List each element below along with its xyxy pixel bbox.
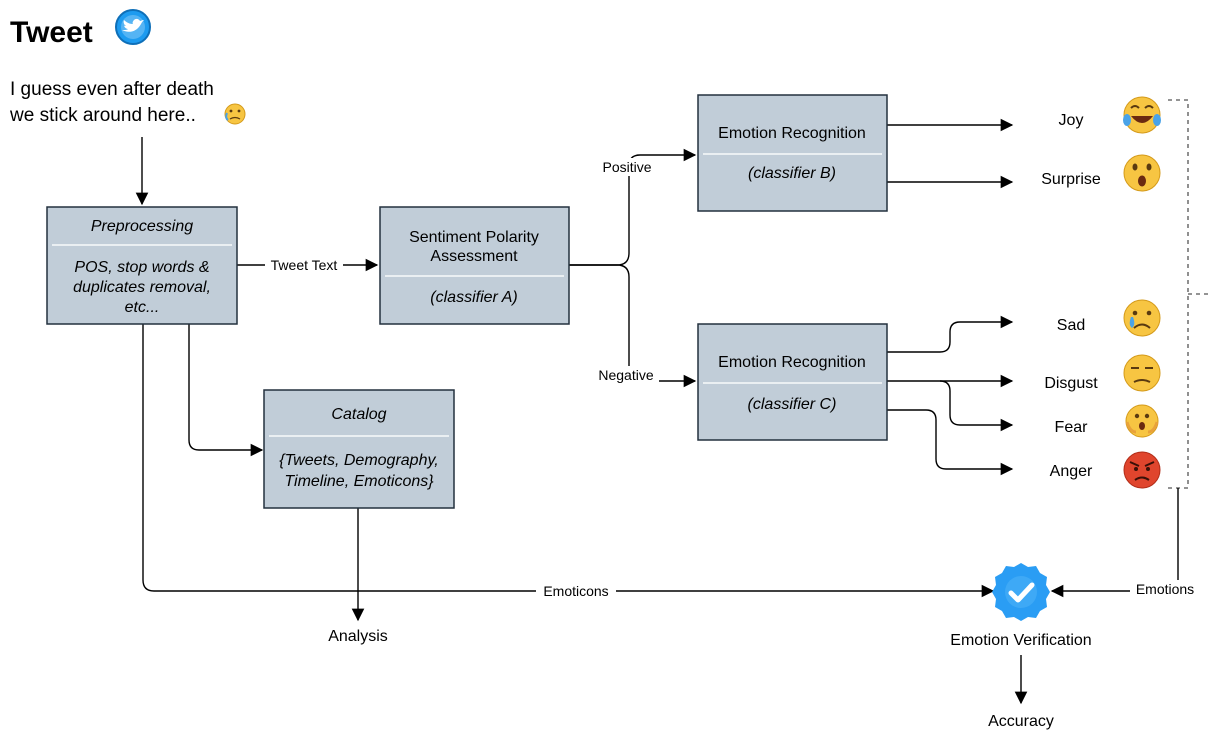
emotion-sad-label: Sad bbox=[1057, 317, 1085, 334]
anger-emoji-icon bbox=[1123, 451, 1161, 489]
emotion-c-title: Emotion Recognition bbox=[718, 354, 866, 371]
analysis-label: Analysis bbox=[328, 628, 388, 645]
emotion-recognition-c-box: Emotion Recognition (classifier C) bbox=[697, 323, 888, 441]
tweet-text-line-2: we stick around here.. bbox=[9, 105, 196, 126]
emotions-group-bracket bbox=[1168, 99, 1189, 489]
surprise-emoji-icon bbox=[1123, 154, 1161, 192]
edge-label-negative: Negative bbox=[598, 367, 653, 383]
disgust-emoji-icon bbox=[1123, 354, 1161, 392]
emotion-joy-label: Joy bbox=[1059, 112, 1084, 129]
accuracy-label: Accuracy bbox=[988, 713, 1054, 730]
page-title: Tweet bbox=[10, 16, 93, 49]
emotion-c-classifier-label: (classifier C) bbox=[748, 396, 837, 413]
fear-emoji-icon bbox=[1125, 404, 1159, 438]
edge-to-fear bbox=[939, 380, 1014, 432]
sentiment-polarity-box: Sentiment Polarity Assessment (classifie… bbox=[379, 206, 570, 325]
edge-label-positive: Positive bbox=[602, 159, 651, 175]
preprocessing-title: Preprocessing bbox=[91, 218, 193, 235]
sentiment-title-line-2: Assessment bbox=[430, 248, 518, 265]
sad-emoji-icon bbox=[1123, 299, 1161, 337]
twitter-bird-icon bbox=[115, 9, 151, 45]
edge-emoticons-to-verification bbox=[142, 324, 995, 598]
crying-face-icon bbox=[224, 103, 246, 125]
edge-label-emoticons: Emoticons bbox=[543, 583, 608, 599]
catalog-title: Catalog bbox=[331, 406, 386, 423]
emotion-recognition-b-box: Emotion Recognition (classifier B) bbox=[697, 94, 888, 212]
sentiment-classifier-label: (classifier A) bbox=[430, 289, 517, 306]
emotion-fear-label: Fear bbox=[1055, 419, 1089, 436]
joy-emoji-icon bbox=[1123, 96, 1161, 134]
emotion-disgust-label: Disgust bbox=[1044, 375, 1098, 392]
emotion-anger-label: Anger bbox=[1050, 463, 1093, 480]
sentiment-title-line-1: Sentiment Polarity bbox=[409, 229, 539, 246]
edge-emotions-to-verification bbox=[1050, 488, 1179, 598]
edge-sentiment-to-emotion-c bbox=[569, 264, 697, 388]
catalog-body-line-1: {Tweets, Demography, bbox=[279, 452, 438, 469]
edge-sentiment-to-emotion-b bbox=[569, 148, 697, 266]
edge-label-tweet-text: Tweet Text bbox=[271, 257, 338, 273]
preprocessing-body-line-1: POS, stop words & bbox=[74, 259, 209, 276]
preprocessing-body-line-3: etc... bbox=[125, 299, 160, 316]
edge-to-sad bbox=[887, 315, 1014, 353]
edge-preprocessing-to-catalog bbox=[188, 324, 264, 457]
verification-badge-icon bbox=[992, 563, 1050, 621]
emotion-surprise-label: Surprise bbox=[1041, 171, 1101, 188]
catalog-body-line-2: Timeline, Emoticons} bbox=[284, 473, 434, 490]
emotion-b-title: Emotion Recognition bbox=[718, 125, 866, 142]
emotion-verification-label: Emotion Verification bbox=[950, 632, 1091, 649]
preprocessing-box: Preprocessing POS, stop words & duplicat… bbox=[46, 206, 238, 325]
emotion-b-classifier-label: (classifier B) bbox=[748, 165, 836, 182]
tweet-text-line-1: I guess even after death bbox=[10, 79, 214, 100]
edge-label-emotions: Emotions bbox=[1136, 581, 1194, 597]
catalog-box: Catalog {Tweets, Demography, Timeline, E… bbox=[263, 389, 455, 509]
edge-to-anger bbox=[887, 409, 1014, 476]
preprocessing-body-line-2: duplicates removal, bbox=[73, 279, 211, 296]
